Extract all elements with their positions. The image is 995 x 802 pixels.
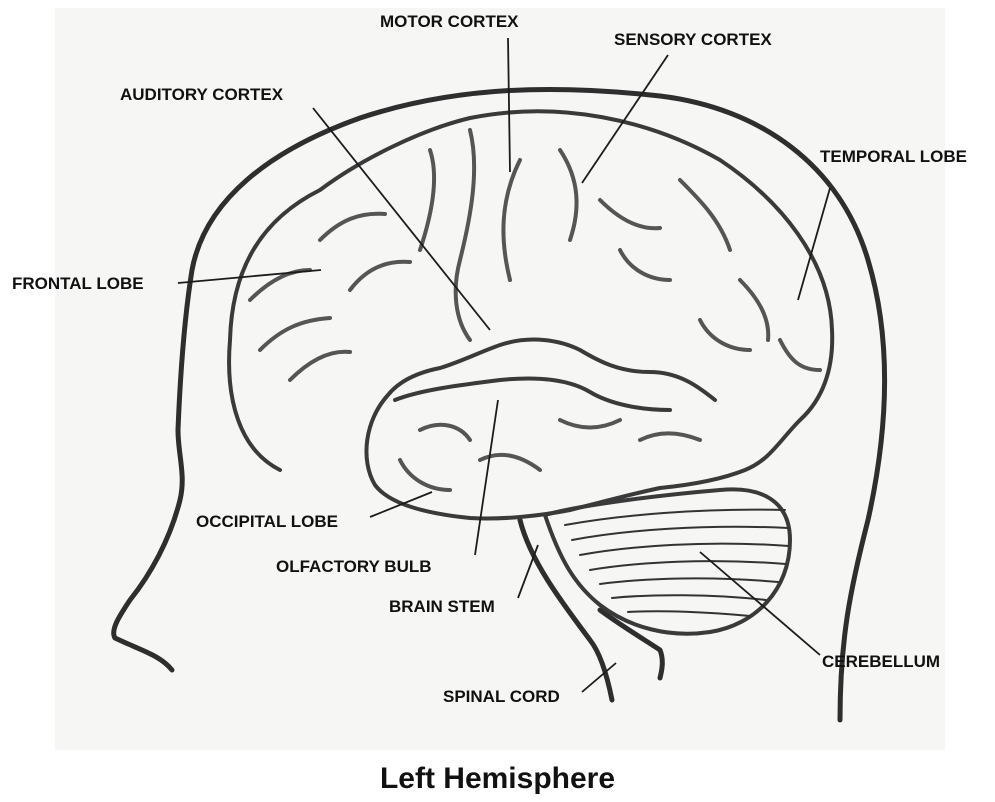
label-cerebellum: CEREBELLUM [822, 652, 940, 671]
label-motor-cortex: MOTOR CORTEX [380, 12, 519, 31]
label-occipital-lobe: OCCIPITAL LOBE [196, 512, 338, 531]
label-spinal-cord: SPINAL CORD [443, 687, 560, 706]
label-brain-stem: BRAIN STEM [389, 597, 495, 616]
label-auditory-cortex: AUDITORY CORTEX [120, 85, 284, 104]
diagram-caption: Left Hemisphere [0, 762, 995, 796]
label-olfactory-bulb: OLFACTORY BULB [276, 557, 432, 576]
label-temporal-lobe: TEMPORAL LOBE [820, 147, 967, 166]
label-sensory-cortex: SENSORY CORTEX [614, 30, 772, 49]
label-frontal-lobe: FRONTAL LOBE [12, 274, 144, 293]
